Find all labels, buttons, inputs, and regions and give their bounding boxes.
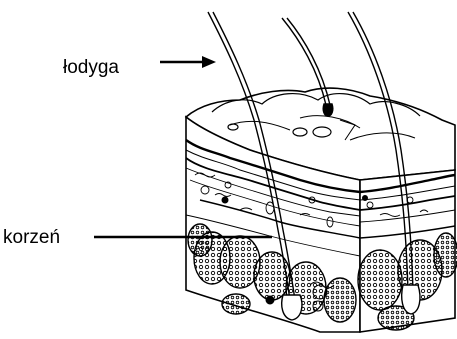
stem-arrow-head <box>202 56 216 68</box>
root-label: korzeń <box>3 228 60 247</box>
stem-label: łodyga <box>63 58 119 77</box>
